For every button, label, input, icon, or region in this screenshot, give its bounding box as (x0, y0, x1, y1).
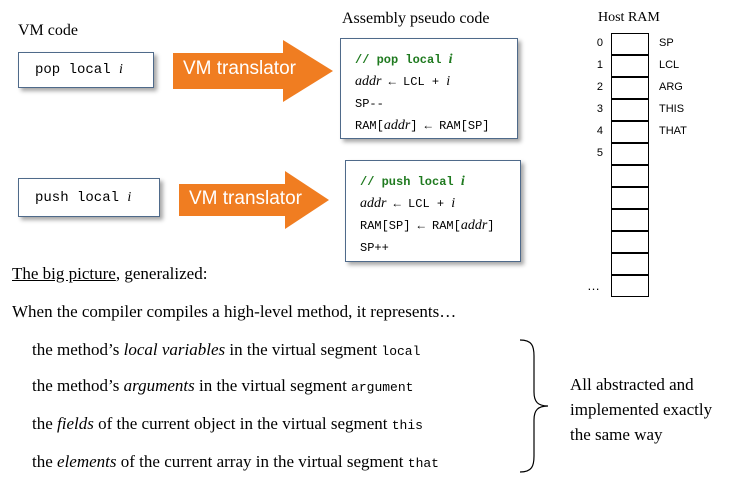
ram-cell (611, 165, 649, 187)
pop-translator-label: VM translator (183, 58, 296, 79)
push-command-text: push local (35, 189, 128, 206)
segment-line-argument: the method’s arguments in the virtual se… (32, 376, 414, 395)
ram-index: 0 (596, 37, 603, 49)
pop-command-text: pop local (35, 62, 120, 78)
push-comment: // push local i (360, 174, 465, 189)
ram-cell (611, 55, 649, 77)
pop-command-box: pop local i (18, 52, 154, 88)
push-assembly-box: // push local i addr ← LCL + i RAM[SP] ←… (345, 160, 521, 262)
ram-label-this: THIS (659, 103, 685, 115)
pop-asm-line-1: addr ← LCL + i (355, 74, 451, 89)
ram-index: 2 (596, 81, 603, 93)
segment-line-local: the method’s local variables in the virt… (32, 340, 421, 359)
push-translator-label: VM translator (189, 188, 302, 209)
ram-index: 5 (596, 147, 603, 159)
ram-ellipsis: … (587, 278, 600, 293)
ram-label: Host RAM (598, 10, 660, 25)
ram-index: 3 (596, 103, 603, 115)
curly-brace-icon (519, 339, 549, 473)
ram-index: 4 (596, 125, 603, 137)
segment-line-this: the fields of the current object in the … (32, 414, 423, 433)
push-translator-arrow: VM translator (179, 171, 329, 229)
ram-cell (611, 231, 649, 253)
ram-label-lcl: LCL (659, 59, 680, 71)
ram-cell (611, 275, 649, 297)
pop-asm-line-2: SP-- (355, 97, 384, 111)
ram-cell (611, 33, 649, 55)
asm-label: Assembly pseudo code (342, 10, 490, 27)
push-command-var: i (127, 189, 132, 205)
ram-cell (611, 209, 649, 231)
ram-label-arg: ARG (659, 81, 683, 93)
ram-index: 1 (596, 59, 603, 71)
arrow-shape-icon (179, 171, 329, 229)
pop-command-var: i (119, 62, 123, 77)
arrow-shape-icon (173, 40, 333, 102)
pop-asm-line-3: RAM[addr] ← RAM[SP] (355, 118, 490, 133)
push-asm-line-3: SP++ (360, 241, 389, 255)
push-asm-line-2: RAM[SP] ← RAM[addr] (360, 218, 495, 233)
ram-label-sp: SP (659, 37, 674, 49)
ram-cell (611, 99, 649, 121)
ram-cell (611, 187, 649, 209)
pop-translator-arrow: VM translator (173, 40, 333, 102)
ram-cell (611, 143, 649, 165)
summary-text: All abstracted and implemented exactly t… (570, 375, 713, 444)
pop-assembly-box: // pop local i addr ← LCL + i SP-- RAM[a… (340, 38, 518, 139)
big-picture-intro: When the compiler compiles a high-level … (12, 302, 457, 321)
ram-cell (611, 253, 649, 275)
push-command-box: push local i (18, 178, 160, 217)
ram-cell (611, 77, 649, 99)
vm-code-label: VM code (18, 22, 78, 39)
pop-comment: // pop local i (355, 52, 453, 67)
ram-cell (611, 121, 649, 143)
big-picture-title: The big picture, generalized: (12, 264, 208, 283)
push-asm-line-1: addr ← LCL + i (360, 196, 456, 211)
segment-line-that: the elements of the current array in the… (32, 452, 439, 471)
ram-label-that: THAT (659, 125, 687, 137)
